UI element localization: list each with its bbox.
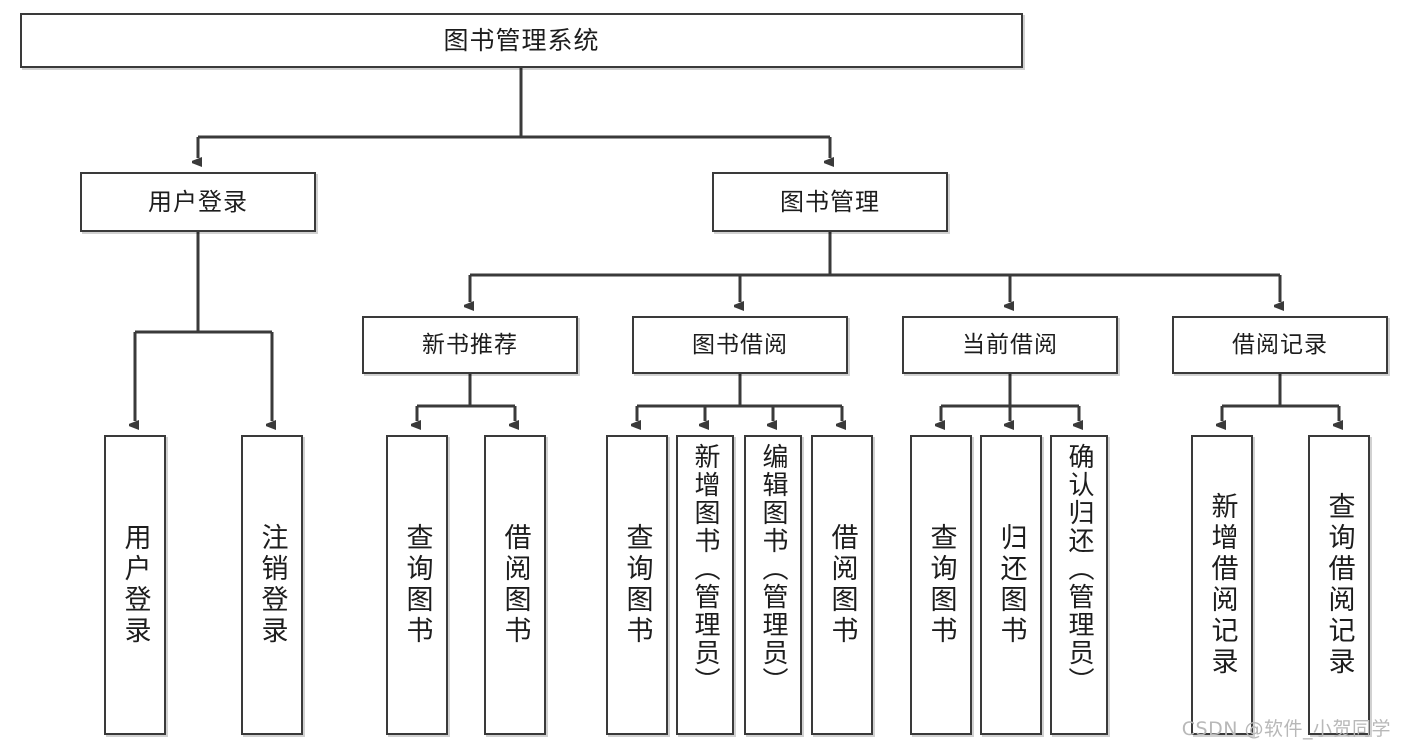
leaf-add-record[interactable]: 新增借阅记录 (1191, 435, 1253, 735)
node-book-borrow[interactable]: 图书借阅 (632, 316, 848, 374)
leaf-add-book-label: 新增图书（管理员） (690, 443, 720, 695)
leaf-borrow-book-1[interactable]: 借阅图书 (484, 435, 546, 735)
node-borrow-record-label: 借阅记录 (1232, 331, 1328, 358)
leaf-edit-book-label: 编辑图书（管理员） (758, 443, 788, 695)
leaf-user-login-label: 用户登录 (119, 523, 151, 647)
leaf-logout-label: 注销登录 (256, 523, 288, 647)
node-root-label: 图书管理系统 (443, 26, 600, 55)
leaf-return-book-label: 归还图书 (995, 523, 1027, 647)
leaf-query-record[interactable]: 查询借阅记录 (1308, 435, 1370, 735)
leaf-user-login[interactable]: 用户登录 (104, 435, 166, 735)
leaf-query-book-2[interactable]: 查询图书 (606, 435, 668, 735)
node-new-book-recommend[interactable]: 新书推荐 (362, 316, 578, 374)
leaf-borrow-book-1-label: 借阅图书 (499, 523, 531, 647)
leaf-edit-book[interactable]: 编辑图书（管理员） (744, 435, 802, 735)
leaf-confirm-return-label: 确认归还（管理员） (1064, 443, 1094, 695)
node-current-borrow[interactable]: 当前借阅 (902, 316, 1118, 374)
node-new-book-recommend-label: 新书推荐 (422, 331, 518, 358)
leaf-query-book-3[interactable]: 查询图书 (910, 435, 972, 735)
leaf-confirm-return[interactable]: 确认归还（管理员） (1050, 435, 1108, 735)
node-user-login[interactable]: 用户登录 (80, 172, 316, 232)
leaf-return-book[interactable]: 归还图书 (980, 435, 1042, 735)
node-book-management[interactable]: 图书管理 (712, 172, 948, 232)
leaf-logout[interactable]: 注销登录 (241, 435, 303, 735)
node-current-borrow-label: 当前借阅 (962, 331, 1058, 358)
node-user-login-label: 用户登录 (148, 188, 248, 216)
node-root[interactable]: 图书管理系统 (20, 13, 1023, 68)
leaf-borrow-book-2[interactable]: 借阅图书 (811, 435, 873, 735)
leaf-query-record-label: 查询借阅记录 (1323, 492, 1355, 678)
leaf-query-book-1-label: 查询图书 (401, 523, 433, 647)
leaf-add-book[interactable]: 新增图书（管理员） (676, 435, 734, 735)
leaf-query-book-1[interactable]: 查询图书 (386, 435, 448, 735)
leaf-query-book-2-label: 查询图书 (621, 523, 653, 647)
node-book-borrow-label: 图书借阅 (692, 331, 788, 358)
leaf-add-record-label: 新增借阅记录 (1206, 492, 1238, 678)
leaf-borrow-book-2-label: 借阅图书 (826, 523, 858, 647)
leaf-query-book-3-label: 查询图书 (925, 523, 957, 647)
node-borrow-record[interactable]: 借阅记录 (1172, 316, 1388, 374)
node-book-management-label: 图书管理 (780, 188, 880, 216)
